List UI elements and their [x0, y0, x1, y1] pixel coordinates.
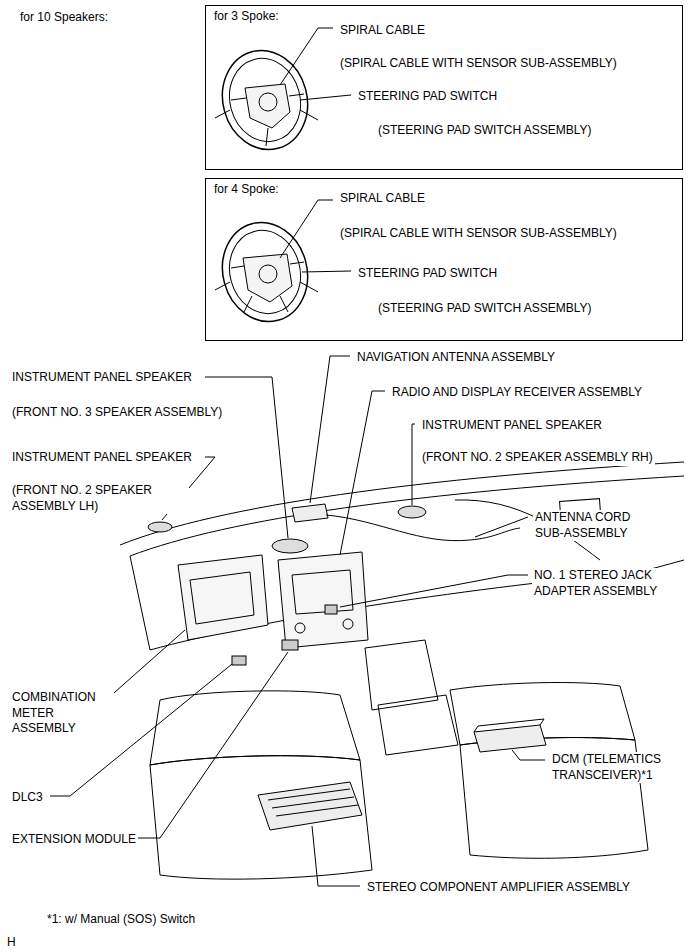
- variant-box: for 4 Spoke: SPIRAL CABLE (SPIRAL CABLE WI…: [205, 178, 683, 341]
- console-armrest: [378, 695, 458, 755]
- part-label: DLC3: [10, 790, 45, 806]
- part-name: (STEERING PAD SWITCH ASSEMBLY): [376, 301, 594, 317]
- radio-display: [292, 570, 353, 614]
- meter-face: [190, 572, 254, 624]
- speaker-rh: [398, 506, 426, 518]
- part-label: NAVIGATION ANTENNA ASSEMBLY: [355, 350, 557, 366]
- part-label: COMBINATION METER ASSEMBLY: [10, 690, 114, 737]
- speaker-no3: [272, 539, 308, 553]
- variant-heading: for 3 Spoke:: [212, 9, 281, 25]
- part-label: STEREO COMPONENT AMPLIFIER ASSEMBLY: [365, 880, 632, 896]
- part-label: INSTRUMENT PANEL SPEAKER: [10, 450, 194, 466]
- part-label: (FRONT NO. 2 SPEAKER ASSEMBLY LH): [10, 483, 189, 514]
- part-name: (SPIRAL CABLE WITH SENSOR SUB-ASSEMBLY): [338, 226, 619, 242]
- leader-lines: [50, 356, 545, 886]
- radio-knob: [343, 619, 353, 629]
- center-console: [365, 640, 438, 710]
- speaker-lh: [148, 522, 172, 532]
- stereo-jack: [325, 605, 337, 614]
- part-label: INSTRUMENT PANEL SPEAKER: [420, 418, 604, 434]
- stereo-amplifier: [258, 782, 362, 830]
- instrument-panel: [120, 462, 684, 650]
- part-name: (SPIRAL CABLE WITH SENSOR SUB-ASSEMBLY): [338, 56, 619, 72]
- part-label: H: [5, 935, 18, 951]
- part-name: SPIRAL CABLE: [338, 23, 427, 39]
- part-name: SPIRAL CABLE: [338, 191, 427, 207]
- part-label: (FRONT NO. 3 SPEAKER ASSEMBLY): [10, 405, 224, 421]
- part-label: EXTENSION MODULE: [10, 832, 138, 848]
- front-seat-lh: [150, 691, 372, 879]
- combination-meter: [178, 555, 268, 640]
- part-label: INSTRUMENT PANEL SPEAKER: [10, 370, 194, 386]
- part-label: DCM (TELEMATICS TRANSCEIVER)*1: [550, 752, 686, 783]
- part-label: for 10 Speakers:: [18, 10, 110, 26]
- dcm-unit: [474, 719, 546, 752]
- radio-receiver: [278, 552, 368, 648]
- part-label: NO. 1 STEREO JACK ADAPTER ASSEMBLY: [532, 568, 686, 599]
- variant-box: for 3 Spoke: SPIRAL CABLE (SPIRAL CABLE WI…: [205, 5, 683, 170]
- navigation-antenna: [292, 504, 328, 522]
- variant-heading: for 4 Spoke:: [212, 182, 281, 198]
- antenna-cord: [326, 515, 520, 541]
- part-name: STEERING PAD SWITCH: [356, 89, 499, 105]
- extension-module: [282, 640, 298, 650]
- part-label: (FRONT NO. 2 SPEAKER ASSEMBLY RH): [420, 450, 655, 466]
- part-label: RADIO AND DISPLAY RECEIVER ASSEMBLY: [390, 385, 644, 401]
- part-label: ANTENNA CORD SUB-ASSEMBLY: [533, 510, 662, 541]
- part-name: (STEERING PAD SWITCH ASSEMBLY): [376, 123, 594, 139]
- dlc3-connector: [232, 656, 246, 665]
- part-label: *1: w/ Manual (SOS) Switch: [45, 912, 197, 928]
- part-name: STEERING PAD SWITCH: [356, 266, 499, 282]
- radio-knob: [295, 623, 305, 633]
